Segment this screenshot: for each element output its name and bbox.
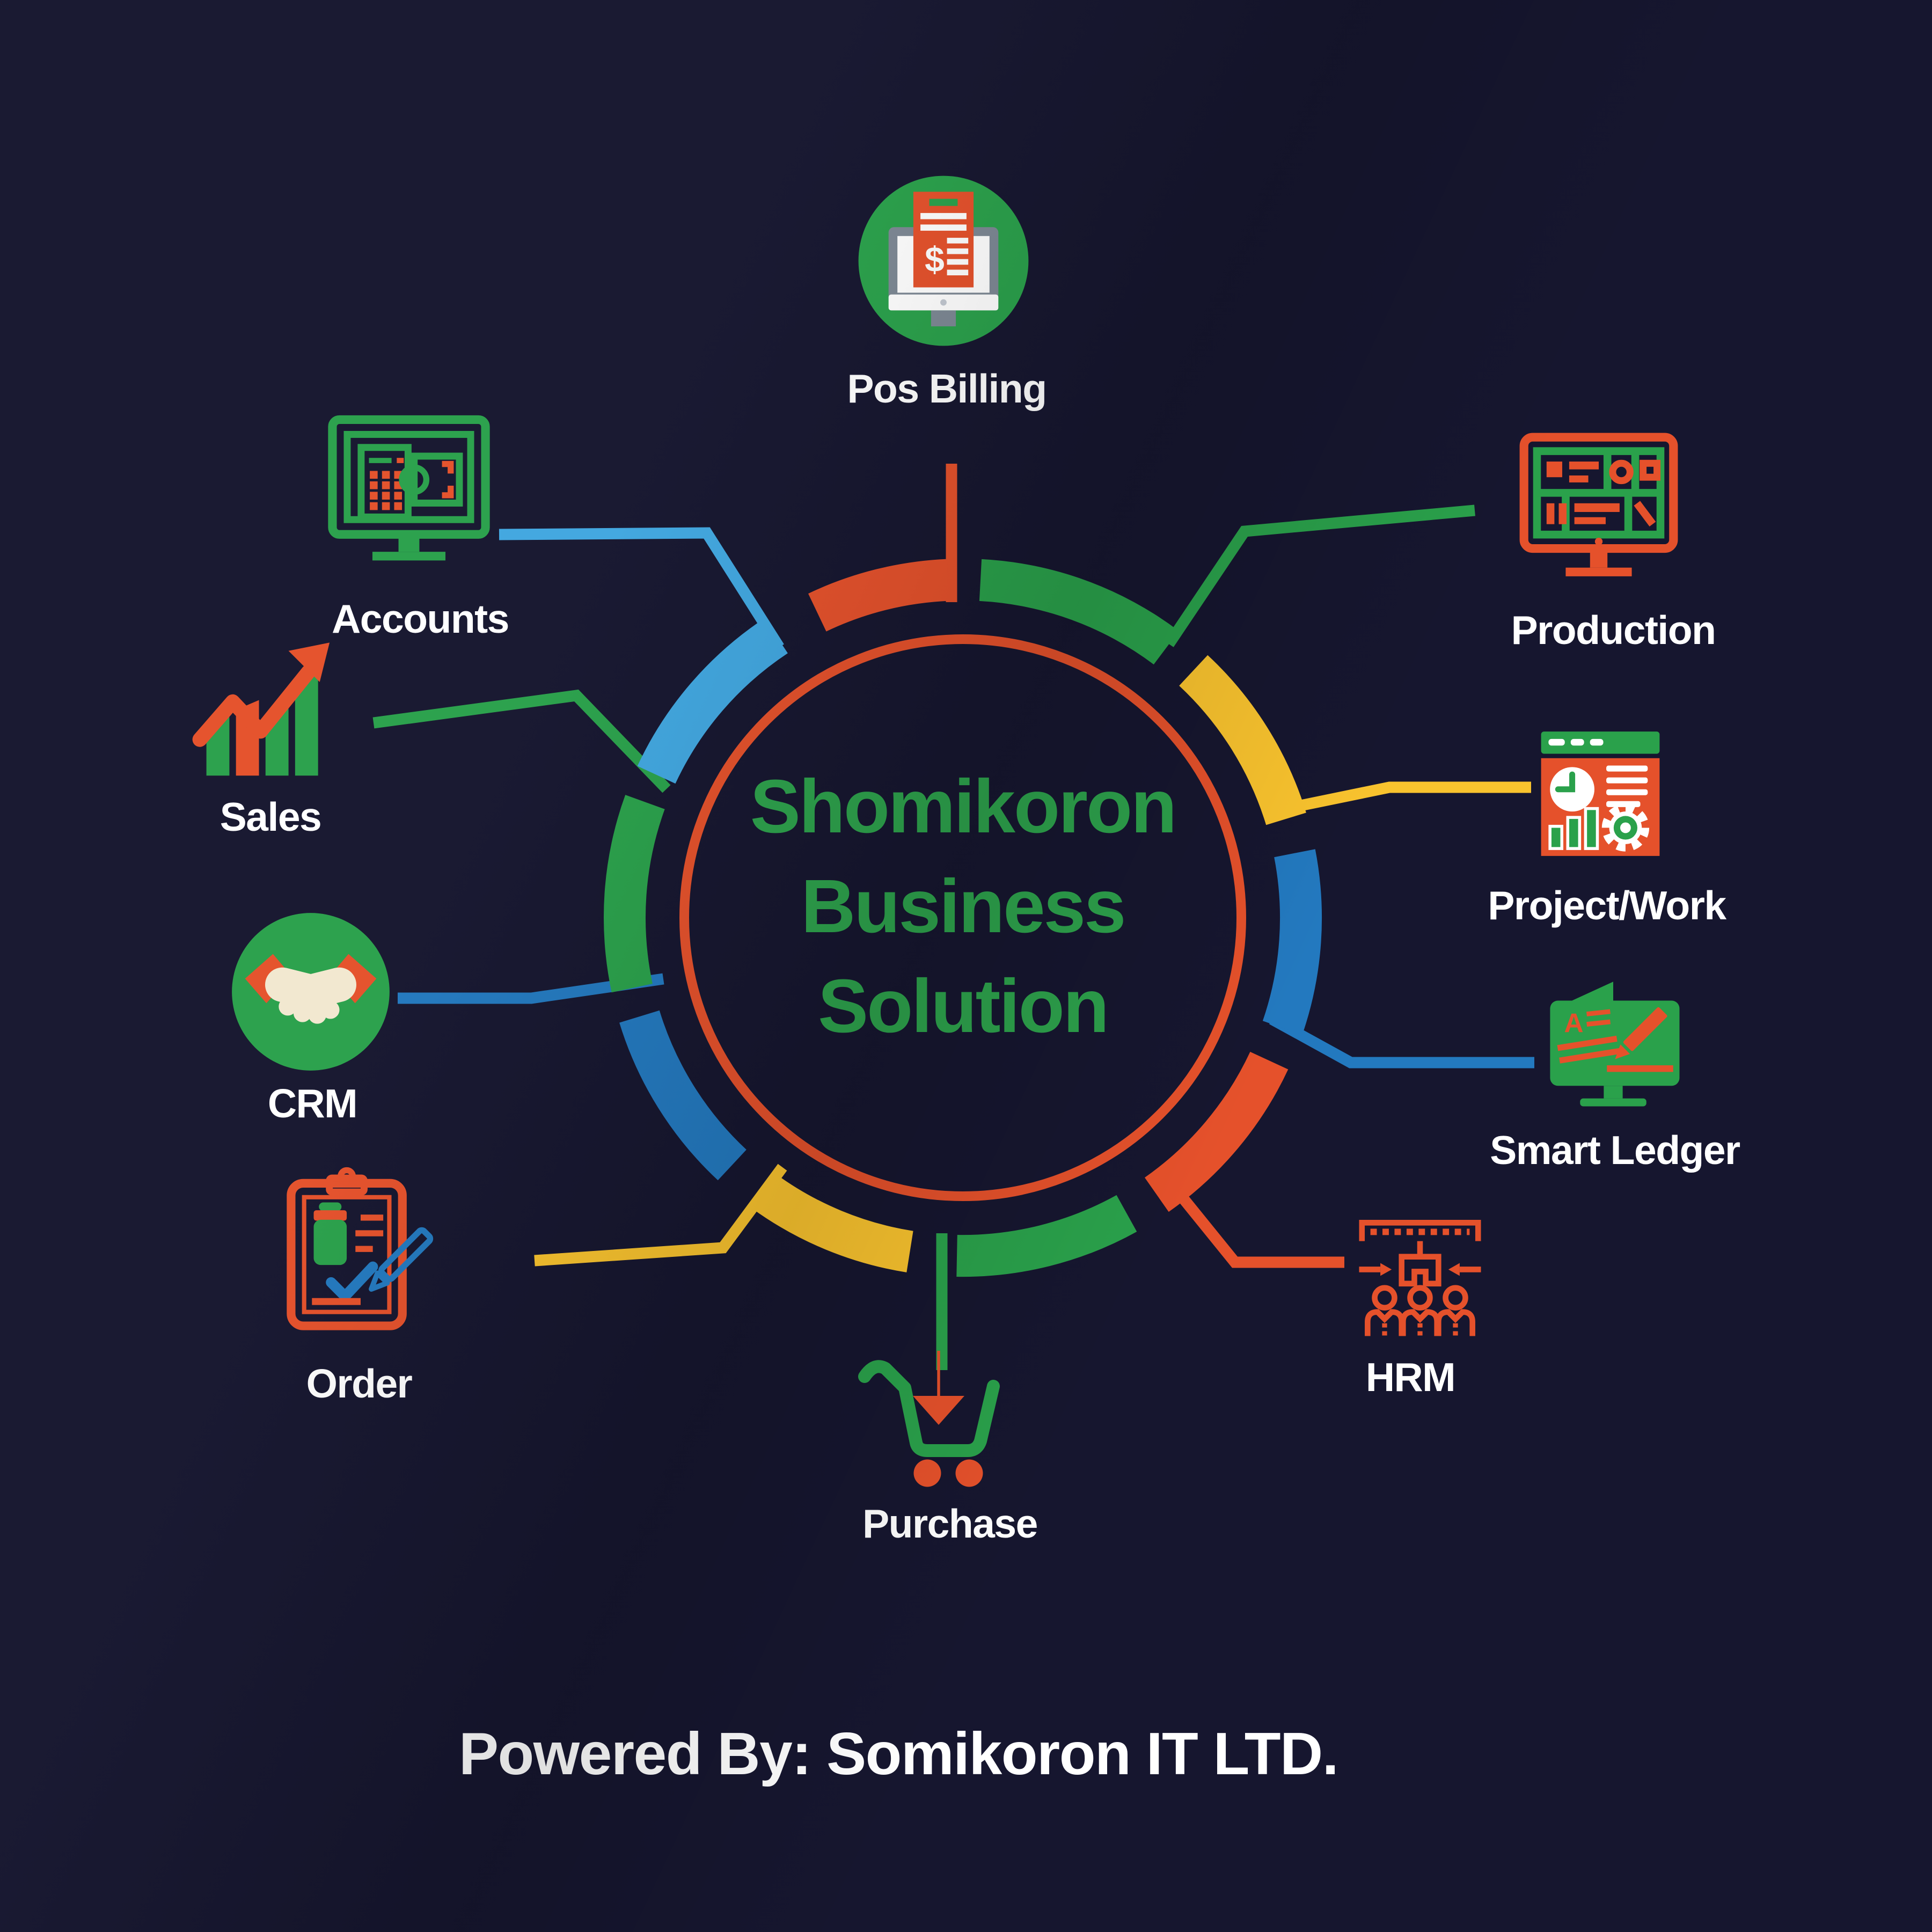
- pos-billing-icon: [858, 175, 1029, 346]
- smart-ledger-icon: [1550, 982, 1680, 1107]
- sales-label: Sales: [220, 794, 321, 839]
- purchase-icon: [865, 1351, 993, 1487]
- order-label: Order: [306, 1361, 413, 1406]
- center-ring-circle: [679, 634, 1246, 1201]
- hrm-connector: [1175, 1191, 1344, 1268]
- sales-segment: [603, 795, 665, 993]
- hrm-segment: [1145, 1051, 1289, 1212]
- purchase-segment: [956, 1195, 1137, 1277]
- project-work-icon: [1541, 731, 1660, 856]
- accounts-segment: [637, 618, 788, 784]
- production-segment: [979, 559, 1179, 665]
- sales-connector: [372, 689, 671, 793]
- accounts-icon: [332, 420, 485, 560]
- accounts-connector: [499, 527, 784, 650]
- smart-ledger-label: Smart Ledger: [1490, 1128, 1740, 1173]
- production-connector: [1164, 504, 1475, 647]
- ring-segments: [603, 559, 1322, 1277]
- pos-billing-segment: [808, 559, 949, 632]
- hrm-label: HRM: [1366, 1355, 1455, 1400]
- center-title-line-2: Business: [801, 863, 1125, 948]
- footer-powered-by: Powered By: Somikoron IT LTD.: [459, 1721, 1338, 1787]
- order-segment: [751, 1174, 913, 1272]
- center-title-line-1: Shomikoron: [750, 764, 1176, 848]
- smart-ledger-segment: [1262, 849, 1322, 1035]
- connector-lines: [372, 464, 1534, 1370]
- production-icon: [1524, 437, 1674, 576]
- order-connector: [534, 1163, 787, 1267]
- crm-icon: [232, 913, 390, 1071]
- crm-segment: [619, 1010, 747, 1181]
- accounts-label: Accounts: [332, 596, 509, 641]
- pos-billing-label: Pos Billing: [847, 366, 1046, 411]
- project-work-label: Project/Work: [1488, 883, 1726, 928]
- crm-label: CRM: [268, 1081, 357, 1126]
- purchase-label: Purchase: [862, 1501, 1037, 1546]
- project-work-segment: [1179, 655, 1306, 825]
- center-title-line-3: Solution: [818, 963, 1108, 1048]
- sales-icon: [200, 642, 330, 775]
- order-icon: [291, 1170, 431, 1326]
- production-label: Production: [1511, 608, 1716, 653]
- project-work-connector: [1270, 781, 1531, 817]
- hrm-icon: [1359, 1223, 1481, 1336]
- smart-ledger-connector: [1269, 1014, 1534, 1069]
